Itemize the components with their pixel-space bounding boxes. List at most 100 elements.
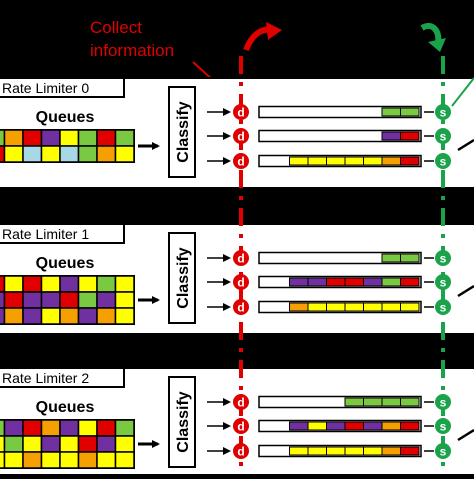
s-node — [435, 418, 451, 434]
queue-cell — [96, 291, 117, 309]
queue-cell — [22, 291, 43, 309]
queue-cell — [96, 451, 117, 469]
flow-queue-bar — [258, 129, 422, 143]
d-node-label: d — [237, 252, 244, 266]
queue-cell — [96, 129, 117, 147]
queue-cell — [40, 451, 61, 469]
queue-cell — [3, 419, 24, 437]
d-node-label: d — [237, 155, 244, 169]
classify-label: Classify — [175, 247, 192, 308]
d-node — [233, 274, 249, 290]
flow-packet — [400, 397, 420, 407]
queue-cell — [22, 451, 43, 469]
green-curve-arrow-head — [428, 38, 446, 52]
queue-cell — [40, 419, 61, 437]
queue-cell — [77, 419, 98, 437]
flow-packet — [381, 156, 401, 166]
classify-box — [168, 376, 196, 468]
d-node — [233, 153, 249, 169]
s-node — [435, 250, 451, 266]
flow-packet — [381, 277, 401, 287]
d-node — [233, 394, 249, 410]
classify-label: Classify — [175, 391, 192, 452]
d-node — [233, 250, 249, 266]
queue-cell — [114, 419, 135, 437]
queue-cell — [22, 419, 43, 437]
queue-cell — [114, 275, 135, 293]
queue-cell — [77, 291, 98, 309]
flow-packet — [307, 446, 327, 456]
flow-packet — [326, 446, 346, 456]
queue-cell — [59, 291, 80, 309]
flow-queue-bar — [258, 251, 422, 265]
s-node — [435, 153, 451, 169]
panel-title: Rate Limiter 0 — [2, 80, 89, 96]
queue-cell — [3, 129, 24, 147]
queue-cell — [40, 129, 61, 147]
flow-packet — [326, 421, 346, 431]
flow-packet — [344, 156, 364, 166]
s-node-label: s — [440, 420, 447, 434]
d-node-label: d — [237, 445, 244, 459]
queue-cell — [114, 291, 135, 309]
d-node-label: d — [237, 420, 244, 434]
flow-packet — [307, 302, 327, 312]
s-node-label: s — [440, 155, 447, 169]
flow-packet — [363, 446, 383, 456]
queue-cell — [59, 451, 80, 469]
queue-cell — [59, 307, 80, 325]
queue-cell — [22, 275, 43, 293]
classify-box — [168, 232, 196, 324]
flow-packet — [381, 397, 401, 407]
queue-cell — [40, 435, 61, 453]
queue-cell — [77, 145, 98, 163]
queue-cell — [59, 435, 80, 453]
right-edge-connector — [457, 284, 474, 298]
queue-cell — [77, 275, 98, 293]
panel-title: Rate Limiter 2 — [2, 370, 89, 386]
queue-cell — [40, 275, 61, 293]
flow-packet — [289, 421, 309, 431]
s-node — [435, 128, 451, 144]
queue-cell — [40, 307, 61, 325]
flow-packet — [363, 302, 383, 312]
d-node — [233, 104, 249, 120]
flow-packet — [400, 421, 420, 431]
panel-title-box — [0, 223, 125, 244]
d-node-label: d — [237, 130, 244, 144]
s-node — [435, 299, 451, 315]
green-pointer-line — [451, 77, 474, 107]
flow-packet — [363, 156, 383, 166]
s-node-label: s — [440, 396, 447, 410]
panel-title-box — [0, 367, 125, 388]
collect-label-line2: information — [90, 41, 174, 60]
s-node-label: s — [440, 445, 447, 459]
classify-label: Classify — [175, 101, 192, 162]
queue-cell — [96, 435, 117, 453]
queue-cell — [59, 145, 80, 163]
flow-packet — [344, 421, 364, 431]
d-node-label: d — [237, 106, 244, 120]
flow-packet — [289, 156, 309, 166]
flow-packet — [381, 107, 401, 117]
flow-packet — [307, 277, 327, 287]
queue-cell — [114, 129, 135, 147]
s-node-label: s — [440, 106, 447, 120]
flow-packet — [363, 397, 383, 407]
queue-cell — [96, 307, 117, 325]
flow-packet — [363, 277, 383, 287]
d-node-label: d — [237, 276, 244, 290]
panel-title-box — [0, 77, 125, 98]
classify-box — [168, 86, 196, 178]
queue-cell — [22, 145, 43, 163]
s-node-label: s — [440, 301, 447, 315]
queue-cell — [114, 435, 135, 453]
queue-cell — [96, 145, 117, 163]
flow-queue-bar — [258, 395, 422, 409]
flow-packet — [326, 302, 346, 312]
collect-label-line1: Collect — [90, 18, 142, 37]
flow-packet — [400, 253, 420, 263]
flow-packet — [344, 277, 364, 287]
